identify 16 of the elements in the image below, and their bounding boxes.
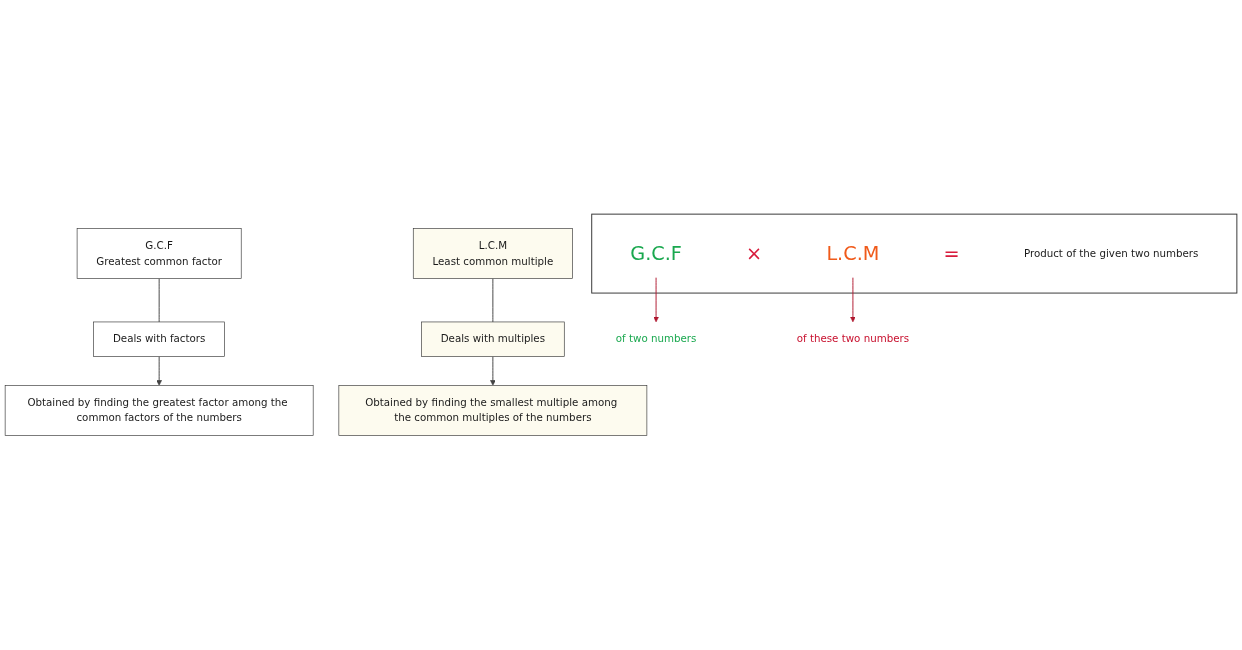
node-text: of two numbers <box>615 333 697 346</box>
node-box: Deals with factors <box>93 321 225 358</box>
node-box: Deals with multiples <box>421 321 565 358</box>
connector <box>492 278 494 323</box>
node-text: = <box>943 242 960 265</box>
node-box: Obtained by finding the smallest multiple among the common multiples of the numbers <box>338 385 648 436</box>
node-text: G.C.F <box>630 242 682 265</box>
node-text: Product of the given two numbers <box>1023 247 1199 260</box>
node-text: L.C.M <box>826 242 880 265</box>
node-text: of these two numbers <box>796 333 910 346</box>
node-box: Obtained by finding the greatest factor among the common factors of the numbers <box>4 385 314 436</box>
node-text: × <box>746 242 763 265</box>
cluster <box>591 213 1238 294</box>
node-box: L.C.M Least common multiple <box>412 228 573 280</box>
node-box: G.C.F Greatest common factor <box>76 228 242 280</box>
connector <box>158 278 160 323</box>
